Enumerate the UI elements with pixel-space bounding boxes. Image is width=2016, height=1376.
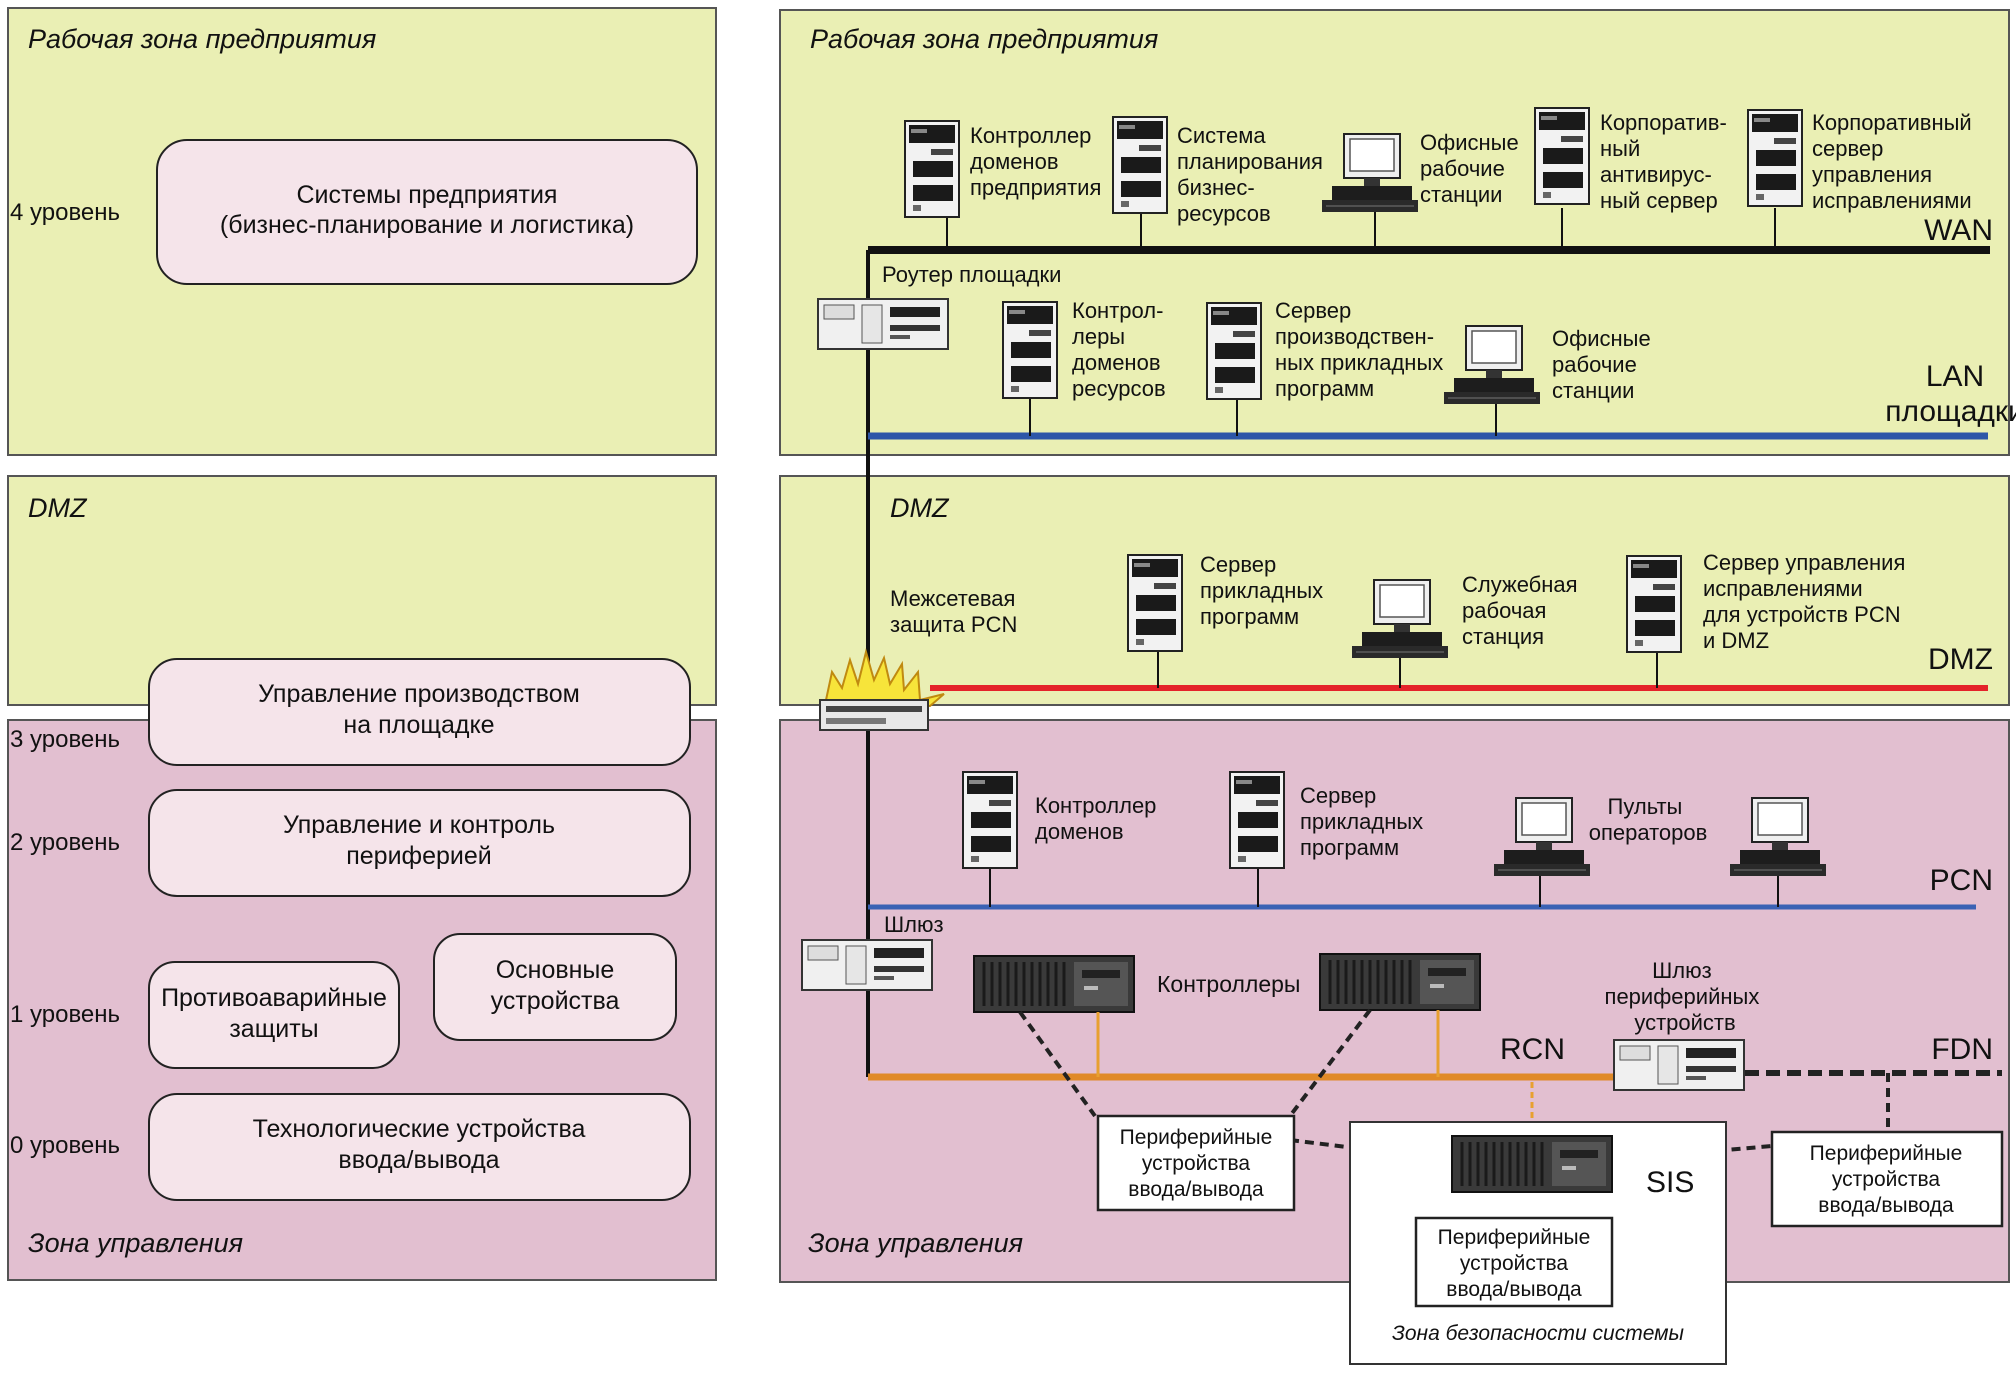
dmz-app-server-icon (1127, 554, 1183, 652)
lan-label-1: LAN (1926, 360, 1984, 393)
left-enterprise-title: Рабочая зона предприятия (28, 24, 376, 54)
pcn-label: PCN (1930, 864, 1993, 897)
sis-peripheral-io-box: Периферийные устройства ввода/вывода (1414, 1216, 1614, 1308)
site-production-box: Управление производством на площадке (148, 658, 691, 766)
svg-text:(бизнес-планирование и логисти: (бизнес-планирование и логистика) (220, 211, 634, 239)
svg-text:Периферийные: Периферийные (1438, 1226, 1591, 1249)
svg-text:ввода/вывода: ввода/вывода (1128, 1178, 1264, 1201)
patch-server-corporate-icon (1747, 109, 1803, 207)
level-0-label: 0 уровень (10, 1132, 120, 1159)
svg-text:Управление и контроль: Управление и контроль (283, 811, 555, 839)
lan-label-2: площадки (1885, 395, 2016, 428)
svg-text:Периферийные: Периферийные (1120, 1126, 1273, 1149)
gateway-icon (801, 939, 933, 991)
svg-text:периферией: периферией (346, 842, 492, 870)
svg-text:ввода/вывода: ввода/вывода (1446, 1278, 1582, 1301)
sis-label: SIS (1646, 1166, 1694, 1199)
svg-text:устройства: устройства (491, 987, 620, 1015)
svg-text:на площадке: на площадке (343, 711, 494, 739)
domain-controller-enterprise-server-icon (904, 120, 960, 218)
left-dmz-title: DMZ (28, 493, 88, 523)
dmz-patch-server-label: Сервер управления исправлениями для устр… (1703, 550, 1912, 653)
patch-server-corporate-label: Корпоративный сервер управления исправле… (1812, 110, 1978, 213)
svg-text:устройства: устройства (1142, 1152, 1251, 1175)
basic-devices-box: Основные устройства (433, 933, 677, 1041)
firewall-icon (819, 648, 945, 731)
peripheral-io-right-box: Периферийные устройства ввода/вывода (1770, 1130, 2004, 1228)
dmz-net-label: DMZ (1928, 643, 1993, 676)
svg-text:защиты: защиты (229, 1015, 318, 1043)
controllers-label: Контроллеры (1157, 971, 1300, 997)
office-workstation-wan-label: Офисные рабочие станции (1420, 130, 1525, 207)
svg-text:устройства: устройства (1460, 1252, 1569, 1275)
erp-label: Система планирования бизнес- ресурсов (1177, 123, 1329, 226)
enterprise-systems-box: Системы предприятия (бизнес-планирование… (156, 139, 698, 285)
peripheral-gateway-label: Шлюз периферийных устройств (1605, 958, 1766, 1035)
production-apps-server-label: Сервер производствен- ных прикладных про… (1275, 298, 1449, 401)
svg-text:Технологические устройства: Технологические устройства (253, 1115, 586, 1143)
level-3-label: 3 уровень (10, 726, 120, 753)
dmz-patch-server-icon (1626, 555, 1682, 653)
pcn-app-server-label: Сервер прикладных программ (1300, 783, 1429, 860)
svg-text:ввода/вывода: ввода/вывода (1818, 1194, 1954, 1217)
process-io-box: Технологические устройства ввода/вывода (148, 1093, 691, 1201)
fdn-label: FDN (1931, 1033, 1993, 1066)
right-dmz-title: DMZ (890, 493, 950, 523)
gateway-label: Шлюз (884, 912, 944, 937)
antivirus-server-icon (1534, 107, 1590, 205)
production-apps-server-icon (1206, 302, 1262, 400)
sis-controller-icon (1450, 1134, 1614, 1194)
right-enterprise-title: Рабочая зона предприятия (810, 24, 1158, 54)
periphery-control-box: Управление и контроль периферией (148, 789, 691, 897)
pcn-domain-controller-icon (962, 771, 1018, 869)
level-2-label: 2 уровень (10, 829, 120, 856)
svg-text:Основные: Основные (496, 956, 615, 984)
wan-label: WAN (1924, 214, 1993, 247)
site-router-icon (817, 298, 949, 350)
resource-domain-controllers-icon (1002, 301, 1058, 399)
erp-server-icon (1112, 116, 1168, 214)
controller-2-icon (1318, 952, 1482, 1012)
svg-text:ввода/вывода: ввода/вывода (338, 1146, 499, 1174)
service-workstation-label: Служебная рабочая станция (1462, 572, 1584, 649)
site-router-label: Роутер площадки (882, 262, 1061, 287)
left-control-title: Зона управления (28, 1228, 243, 1258)
level-4-label: 4 уровень (10, 199, 120, 226)
peripheral-io-left-box: Периферийные устройства ввода/вывода (1096, 1114, 1296, 1212)
dmz-app-server-label: Сервер прикладных программ (1200, 552, 1329, 629)
resource-domain-controllers-label: Контрол- леры доменов ресурсов (1072, 298, 1170, 401)
rcn-label: RCN (1500, 1033, 1565, 1066)
level-1-label: 1 уровень (10, 1001, 120, 1028)
emergency-protection-box: Противоаварийные защиты (148, 961, 400, 1069)
right-enterprise-zone (779, 9, 2010, 456)
pcn-domain-controller-label: Контроллер доменов (1035, 793, 1163, 844)
office-workstation-lan-label: Офисные рабочие станции (1552, 326, 1657, 403)
antivirus-label: Корпоратив- ный антивирус- ный сервер (1600, 110, 1733, 213)
pcn-app-server-icon (1229, 771, 1285, 869)
firewall-label: Межсетевая защита PCN (890, 586, 1022, 637)
svg-text:устройства: устройства (1832, 1168, 1941, 1191)
controller-1-icon (972, 954, 1136, 1014)
peripheral-gateway-icon (1613, 1039, 1745, 1091)
right-control-title: Зона управления (808, 1228, 1023, 1258)
svg-text:Противоаварийные: Противоаварийные (161, 984, 387, 1012)
svg-text:Периферийные: Периферийные (1810, 1142, 1963, 1165)
svg-text:Системы предприятия: Системы предприятия (297, 181, 558, 209)
safety-zone-title: Зона безопасности системы (1392, 1322, 1685, 1345)
operator-consoles-label: Пульты операторов (1589, 794, 1708, 845)
domain-controller-enterprise-label: Контроллер доменов предприятия (970, 123, 1101, 200)
svg-text:Управление производством: Управление производством (258, 680, 580, 708)
